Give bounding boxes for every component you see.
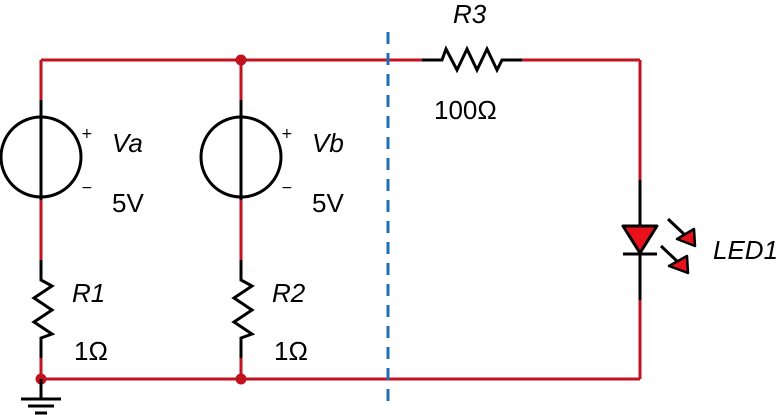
va-plus-sign: + (81, 126, 93, 142)
r2-label: R2 (272, 278, 306, 308)
light-arrow-icon (659, 244, 681, 265)
vb-value: 5V (312, 188, 344, 218)
light-arrow-head (675, 227, 697, 248)
vb-label: Vb (312, 128, 344, 158)
vb-minus-sign: − (281, 180, 293, 196)
resistor-r2[interactable] (231, 260, 256, 358)
voltage-source-icon (199, 115, 283, 199)
light-arrow-icon (666, 217, 688, 238)
wires (39, 58, 642, 381)
light-arrow-head (667, 254, 690, 275)
led1-label: LED1 (713, 235, 778, 265)
resistor-icon (31, 260, 56, 358)
r2-value: 1Ω (274, 336, 308, 366)
r1-value: 1Ω (74, 336, 108, 366)
va-value: 5V (112, 188, 144, 218)
r1-label: R1 (72, 278, 105, 308)
ground-icon (21, 379, 61, 415)
resistor-icon (231, 260, 256, 358)
junction-dot (235, 373, 247, 385)
va-minus-sign: − (81, 180, 93, 196)
r3-value: 100Ω (434, 95, 497, 125)
voltage-source-icon (0, 115, 83, 199)
voltage-source-va[interactable] (0, 100, 83, 200)
va-label: Va (112, 128, 143, 158)
r3-label: R3 (453, 0, 487, 29)
vb-plus-sign: + (281, 126, 293, 142)
led1[interactable] (621, 180, 697, 300)
resistor-r3[interactable] (422, 45, 522, 74)
led-icon (621, 217, 697, 275)
voltage-source-vb[interactable] (199, 100, 283, 200)
junction-dot (235, 54, 247, 66)
resistor-r1[interactable] (31, 260, 56, 358)
resistor-icon (422, 45, 522, 74)
